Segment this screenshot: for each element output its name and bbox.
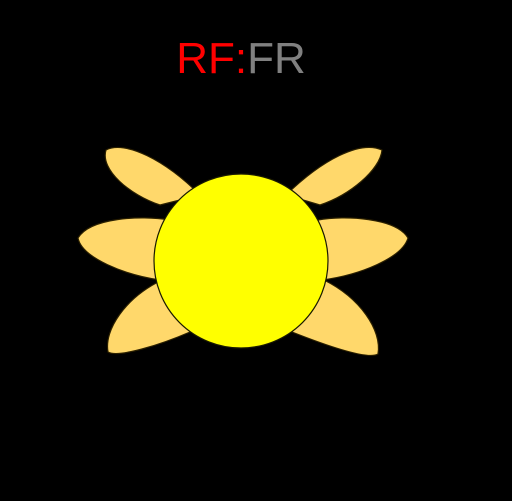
petal-middle-left <box>77 217 171 281</box>
title-separator: : <box>234 34 248 83</box>
petal-middle-right <box>317 217 409 281</box>
title-left: RF <box>176 34 235 83</box>
petal-top-right <box>284 146 383 206</box>
petal-top-left <box>104 146 202 206</box>
title-right: FR <box>247 34 306 83</box>
logo-title: RF:FR <box>0 34 482 84</box>
flower-center <box>153 173 329 349</box>
